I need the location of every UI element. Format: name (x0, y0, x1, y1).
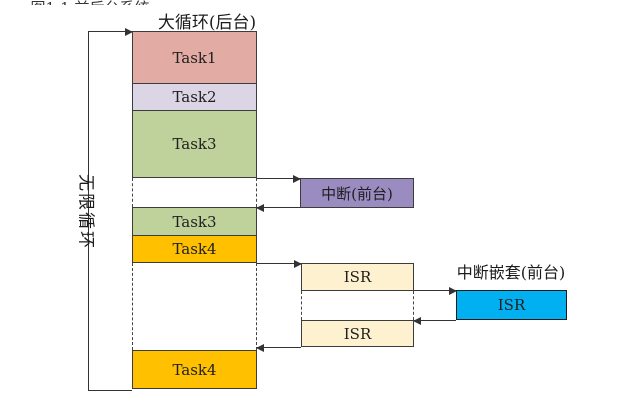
isr-box-1-label: ISR (343, 268, 372, 286)
isr-gap-left-dashed-edge (301, 291, 302, 320)
task3-resume-label: Task3 (172, 212, 217, 231)
task3-resume-block: Task3 (132, 207, 257, 236)
nested-isr-box: ISR (456, 290, 567, 320)
isr-gap-right-dashed-edge (413, 291, 414, 320)
loop-line-vertical (88, 31, 89, 390)
interrupt-call-arrow (257, 178, 300, 179)
interrupt-box-label: 中断(前台) (321, 184, 393, 203)
nested-isr-box-label: ISR (497, 296, 526, 314)
suspend-gap2-right-dashed-edge (256, 263, 257, 350)
infinite-loop-label: 无限循环 (75, 174, 96, 250)
interrupt-return-arrow (257, 207, 300, 208)
isr-box-2-label: ISR (343, 324, 372, 343)
nested-isr-return-arrow (414, 320, 456, 321)
loop-line-bottom (88, 390, 132, 391)
suspend-gap2-left-dashed-edge (132, 263, 133, 350)
isr-box-1: ISR (301, 263, 414, 291)
loop-entry-arrow (88, 31, 132, 32)
task4-resume-label: Task4 (172, 360, 217, 379)
task1-label: Task1 (172, 48, 217, 67)
task4-label: Task4 (172, 240, 217, 258)
task2-label: Task2 (172, 88, 217, 106)
interrupt-box: 中断(前台) (300, 178, 414, 208)
nested-isr-call-arrow (414, 290, 456, 291)
diagram-title: 大循环(后台) (157, 13, 257, 33)
isr-call-arrow (257, 263, 301, 264)
task4-block: Task4 (132, 235, 257, 263)
suspend-gap1-left-dashed-edge (132, 178, 133, 207)
nested-interrupt-label: 中断嵌套(前台) (456, 263, 566, 282)
isr-box-2: ISR (301, 320, 414, 347)
suspend-gap1-right-dashed-edge (256, 178, 257, 207)
task4-resume-block: Task4 (132, 350, 257, 389)
isr-return-arrow (257, 347, 301, 348)
task3-label: Task3 (172, 135, 217, 153)
figure-caption: 图1-1 前后台系统 (0, 0, 180, 5)
task2-block: Task2 (132, 83, 257, 111)
task3-block: Task3 (132, 110, 257, 178)
task1-block: Task1 (132, 31, 257, 84)
